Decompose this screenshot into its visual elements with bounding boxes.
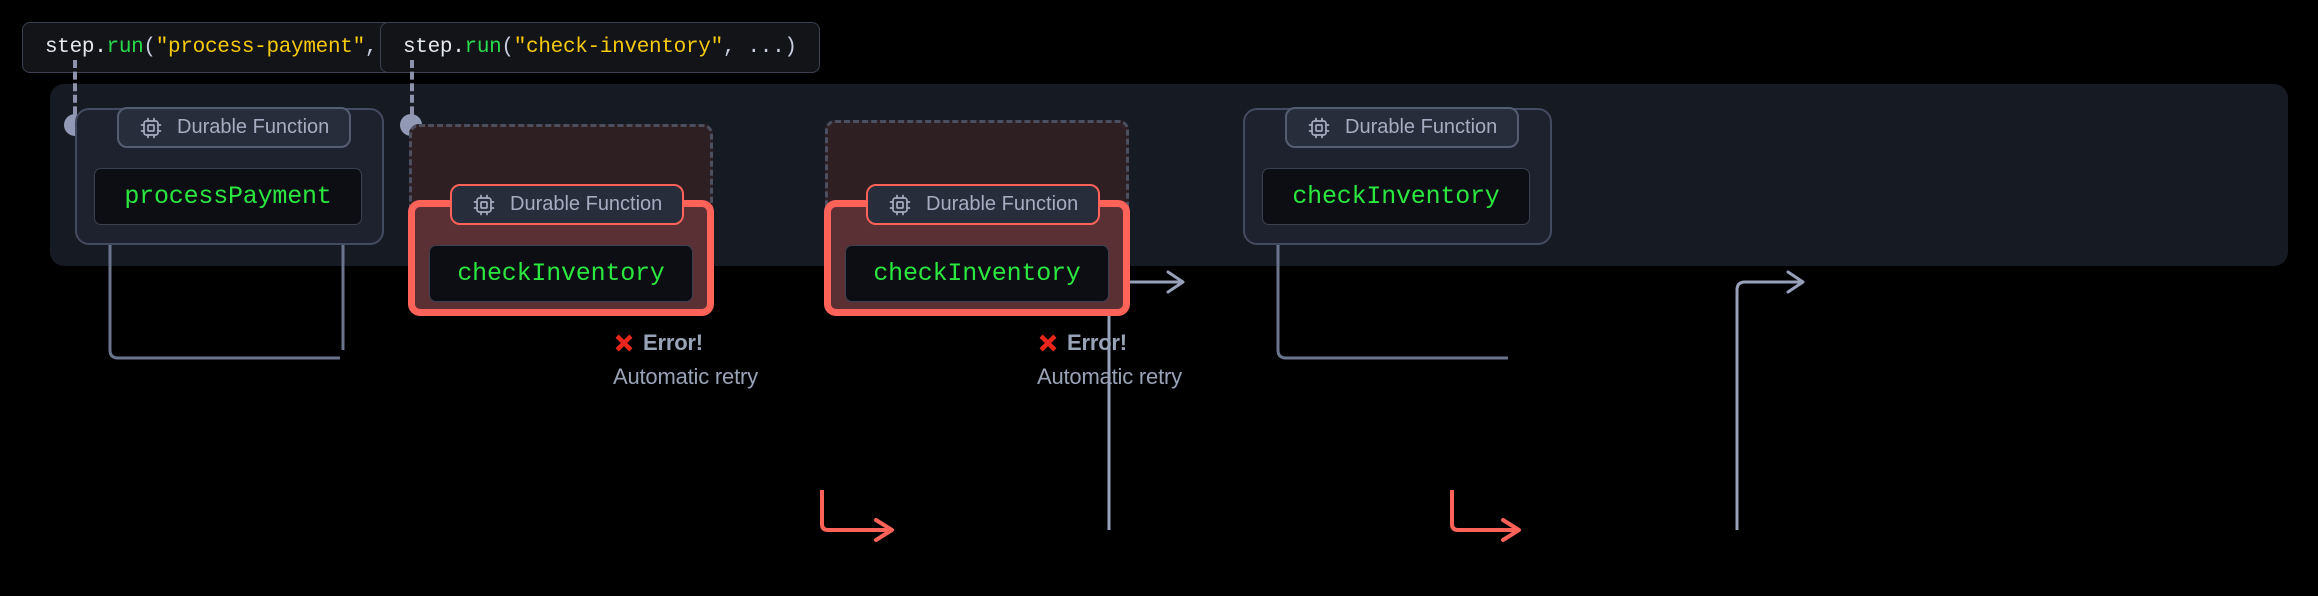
- durable-function-badge-1: Durable Function: [117, 107, 352, 148]
- error-note-1-headline: Error!: [613, 330, 758, 356]
- code-token-plain: step.: [403, 36, 465, 59]
- function-name-process-payment: processPayment: [94, 168, 362, 225]
- error-note-1: Error! Automatic retry: [613, 330, 758, 390]
- error-note-2-headline: Error!: [1037, 330, 1182, 356]
- durable-function-badge-label-3: Durable Function: [926, 193, 1079, 215]
- code-token-string: "check-inventory": [513, 36, 723, 59]
- function-name-check-inventory-attempt-2: checkInventory: [845, 245, 1109, 302]
- retry-arrow-1: [1107, 280, 1180, 530]
- code-token-function: run: [464, 36, 502, 59]
- callout-connector-2: [410, 60, 414, 126]
- error-x-icon: [615, 334, 633, 352]
- function-name-check-inventory-attempt-1: checkInventory: [429, 245, 693, 302]
- durable-function-badge-label-1: Durable Function: [177, 116, 330, 138]
- failure-elbow-2-head: [1501, 518, 1521, 542]
- failure-elbow-1: [820, 490, 888, 532]
- cpu-chip-icon: [140, 117, 162, 138]
- error-note-2: Error! Automatic retry: [1037, 330, 1182, 390]
- cpu-chip-icon: [1308, 117, 1330, 138]
- function-name-check-inventory-success: checkInventory: [1262, 168, 1530, 225]
- code-callout-check-inventory: step.run("check-inventory", ...): [380, 22, 820, 73]
- durable-function-badge-label-2: Durable Function: [510, 193, 663, 215]
- error-x-icon: [1039, 334, 1057, 352]
- error-note-2-retry-label: Automatic retry: [1037, 364, 1182, 389]
- retry-arrow-2: [1735, 280, 1800, 530]
- retry-arrow-1-head: [1166, 270, 1185, 294]
- callout-connector-1: [73, 60, 77, 126]
- error-note-1-retry-label: Automatic retry: [613, 364, 758, 389]
- durable-function-badge-3: Durable Function: [866, 184, 1101, 225]
- failure-elbow-1-head: [874, 518, 894, 542]
- error-note-1-label: Error!: [643, 330, 703, 355]
- durable-function-badge-2: Durable Function: [450, 184, 685, 225]
- code-token-tail: , ...): [722, 36, 797, 59]
- code-token-function: run: [106, 36, 144, 59]
- code-token-paren-open: (: [501, 36, 514, 59]
- cpu-chip-icon: [473, 194, 495, 215]
- cpu-chip-icon: [889, 194, 911, 215]
- code-token-paren-open: (: [143, 36, 156, 59]
- error-note-2-label: Error!: [1067, 330, 1127, 355]
- durable-function-badge-4: Durable Function: [1285, 107, 1520, 148]
- failure-elbow-2: [1450, 490, 1515, 532]
- code-token-string: "process-payment": [155, 36, 365, 59]
- retry-arrow-2-head: [1786, 270, 1805, 294]
- durable-function-badge-label-4: Durable Function: [1345, 116, 1498, 138]
- workflow-track: [50, 84, 2288, 266]
- code-token-plain: step.: [45, 36, 107, 59]
